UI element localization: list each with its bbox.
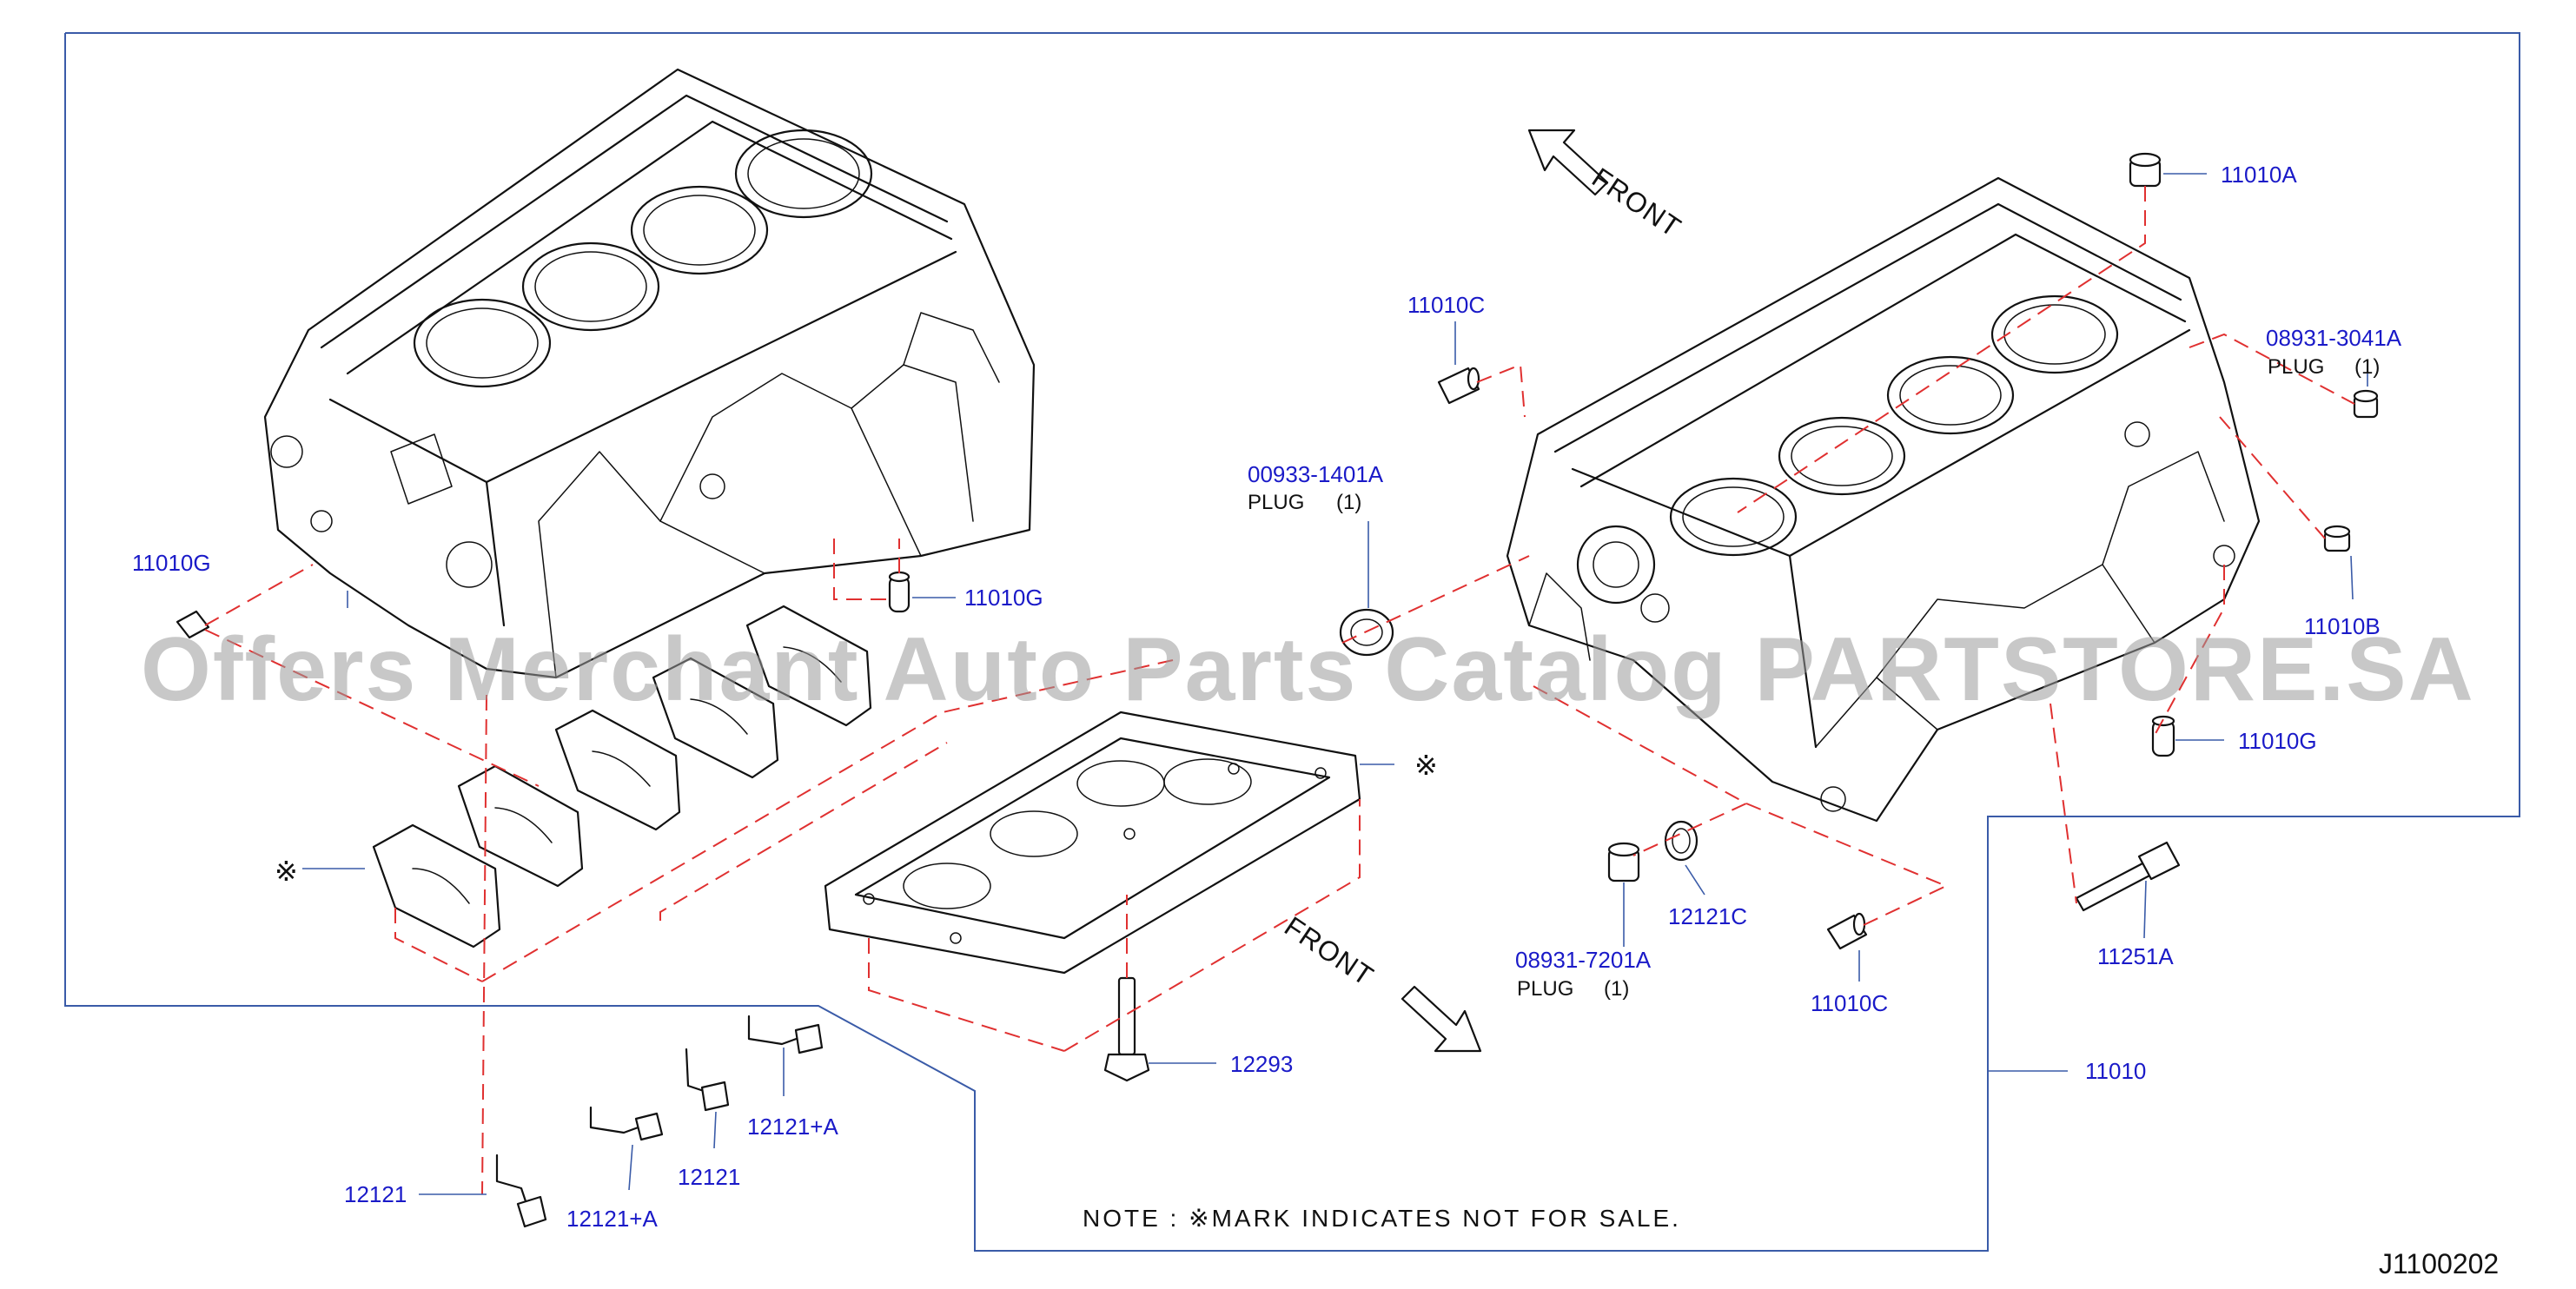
reference-dashed-lines (204, 186, 2355, 1195)
label-3041a-qty: (1) (2354, 355, 2380, 379)
label-12121-left[interactable]: 12121 (344, 1181, 407, 1207)
label-00933-1401a[interactable]: 00933-1401A (1248, 461, 1384, 487)
label-08931-7201a[interactable]: 08931-7201A (1515, 947, 1652, 973)
label-08931-3041a[interactable]: 08931-3041A (2266, 325, 2402, 351)
label-12121-plus-a-left[interactable]: 12121+A (566, 1206, 658, 1232)
label-7201a-plug: PLUG (1517, 977, 1573, 1001)
front-label-bottom: FRONT (1279, 910, 1380, 992)
label-12121c[interactable]: 12121C (1668, 903, 1747, 929)
label-7201a-qty: (1) (1604, 977, 1629, 1001)
bearing-caps-illustration (372, 605, 872, 949)
diagram-frame (64, 32, 2520, 1252)
label-11010[interactable]: 11010 (2085, 1058, 2146, 1084)
lower-crankcase-illustration (824, 711, 1361, 975)
label-11010g-mid[interactable]: 11010G (964, 585, 1043, 611)
note-text: NOTE : ※MARK INDICATES NOT FOR SALE. (1083, 1205, 1681, 1232)
label-11010g-left[interactable]: 11010G (132, 550, 211, 576)
not-for-sale-mark-right: ※ (1414, 750, 1438, 781)
label-11010a[interactable]: 11010A (2221, 162, 2297, 188)
part-labels: 11010G 11010G 11010C 00933-1401A PLUG (1… (132, 162, 2402, 1232)
cylinder-block-left-illustration (263, 68, 1036, 679)
label-11010b[interactable]: 11010B (2304, 613, 2381, 639)
label-11010g-right[interactable]: 11010G (2238, 728, 2317, 754)
label-12121-mid[interactable]: 12121 (678, 1164, 740, 1190)
label-3041a-plug: PLUG (2268, 355, 2324, 379)
cylinder-block-right-illustration (1506, 176, 2261, 823)
label-11010c-bottom[interactable]: 11010C (1811, 990, 1888, 1016)
label-00933-plug: PLUG (1248, 491, 1304, 514)
not-for-sale-mark-left: ※ (275, 856, 298, 887)
label-11251a[interactable]: 11251A (2097, 943, 2174, 969)
label-12293[interactable]: 12293 (1230, 1051, 1293, 1077)
label-00933-qty: (1) (1336, 491, 1361, 514)
label-12121-plus-a-right[interactable]: 12121+A (747, 1114, 838, 1140)
front-label-top: FRONT (1586, 162, 1687, 243)
leader-lines (302, 173, 2368, 1195)
front-arrow-top: FRONT (1527, 129, 1687, 243)
watermark-text: Offers Merchant Auto Parts Catalog PARTS… (141, 619, 2475, 720)
front-arrow-bottom: FRONT (1279, 910, 1482, 1053)
diagram-reference-code: J1100202 (2379, 1248, 2499, 1279)
label-11010c-top[interactable]: 11010C (1407, 292, 1485, 318)
